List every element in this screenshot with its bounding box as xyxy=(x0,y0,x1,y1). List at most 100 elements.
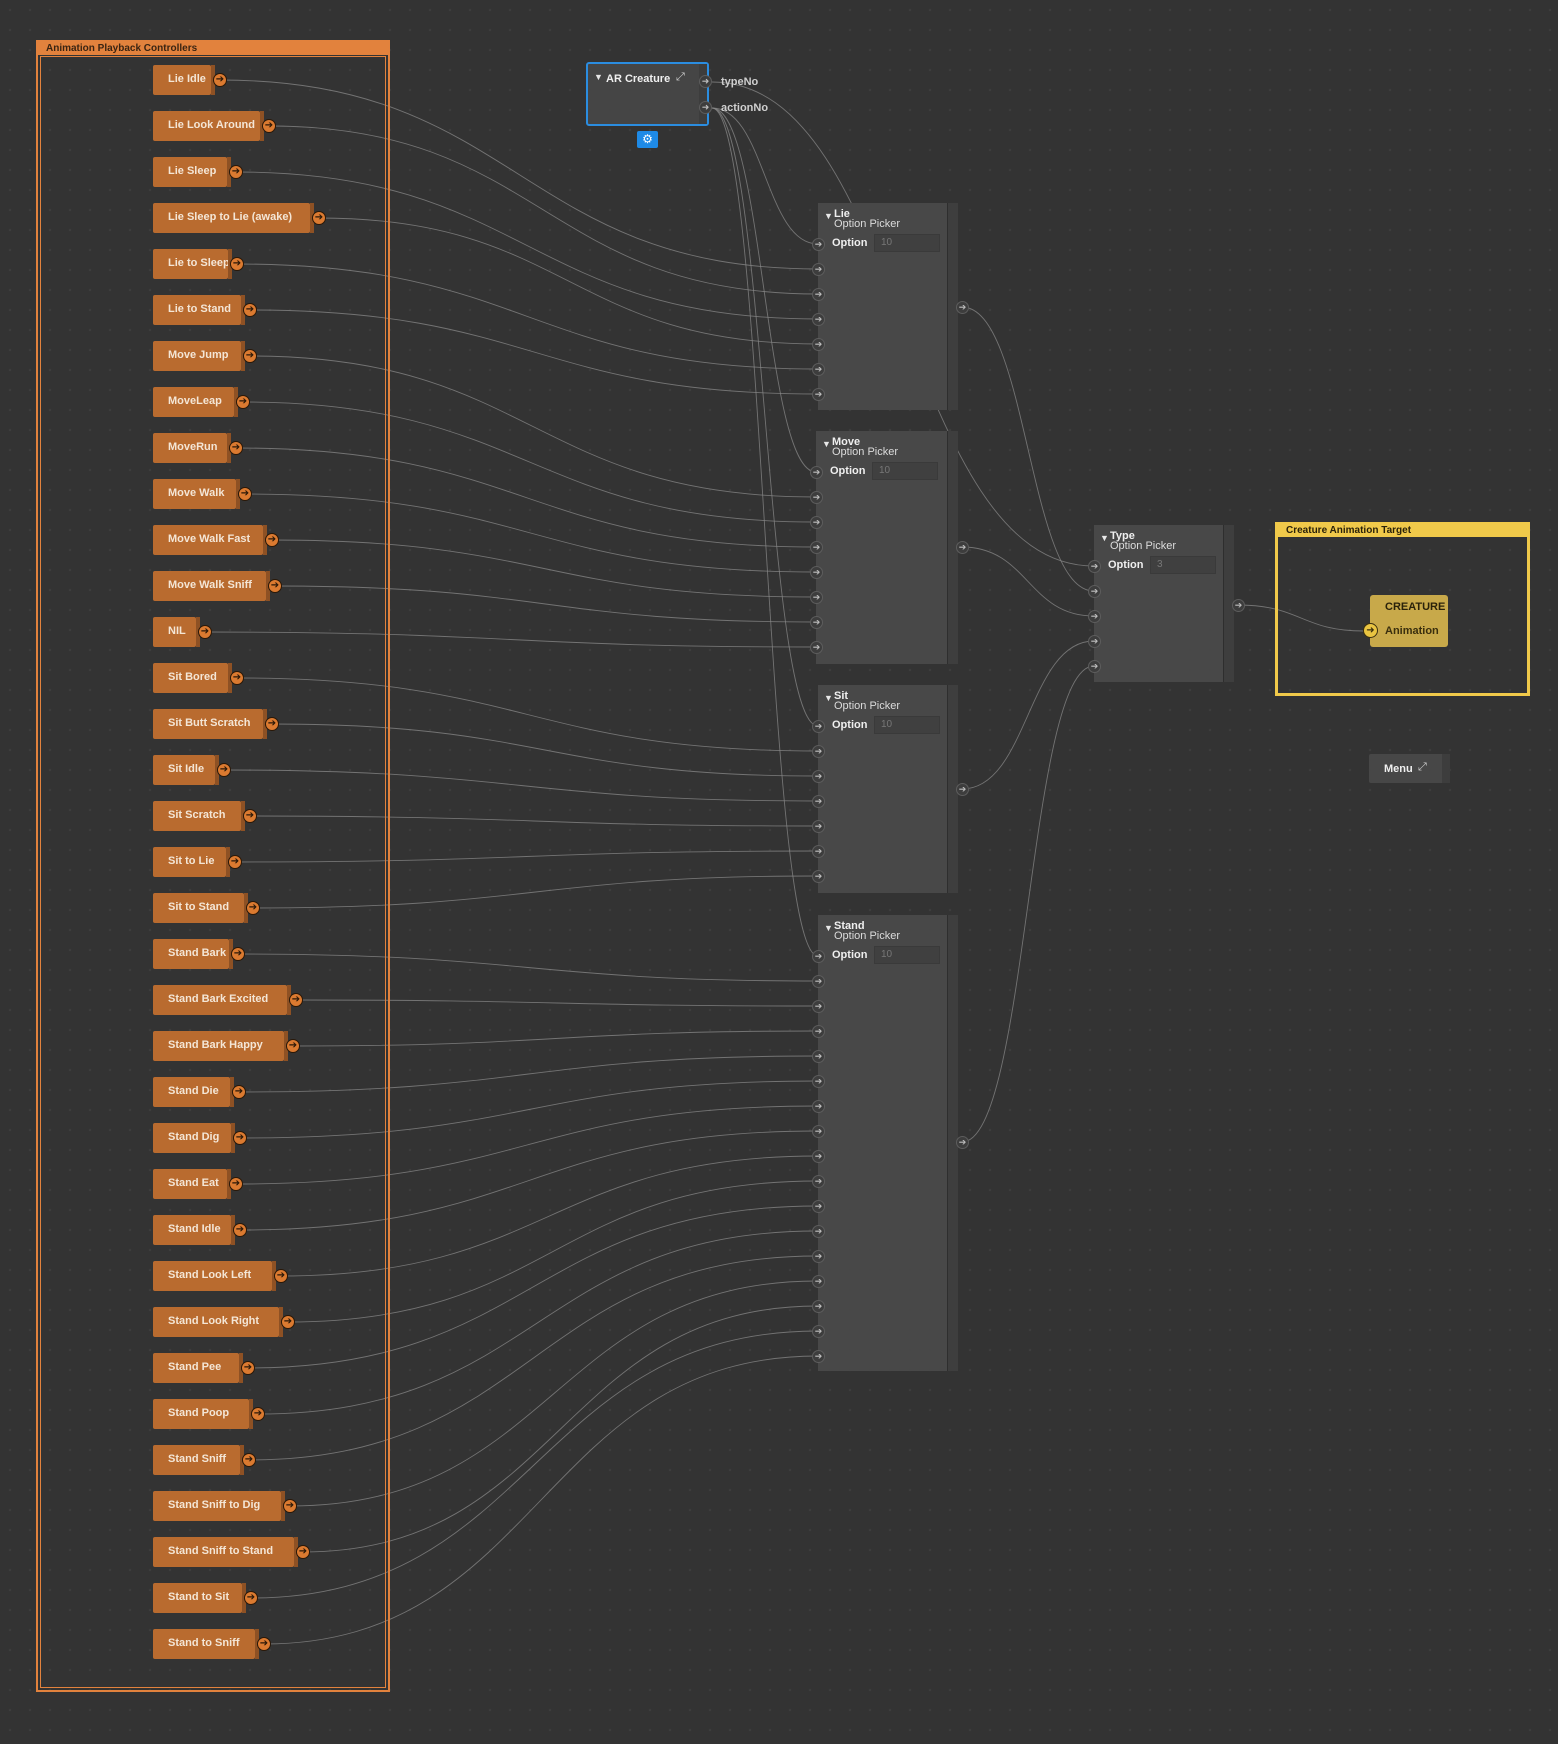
animation-node[interactable]: Lie Idle xyxy=(153,65,215,95)
animation-output-port[interactable]: ➔ xyxy=(230,671,244,685)
animation-node[interactable]: Stand to Sniff xyxy=(153,1629,259,1659)
option-value-field[interactable]: 10 xyxy=(874,716,940,734)
value-input-port[interactable]: ➔ xyxy=(812,1075,825,1088)
value-input-port[interactable]: ➔ xyxy=(1088,610,1101,623)
animation-output-port[interactable]: ➔ xyxy=(283,1499,297,1513)
animation-node[interactable]: Move Walk Fast xyxy=(153,525,267,555)
animation-node[interactable]: Stand Bark Excited xyxy=(153,985,291,1015)
animation-input-port[interactable]: ➜ xyxy=(1363,623,1378,638)
collapse-triangle-icon[interactable]: ▼ xyxy=(1100,533,1109,543)
collapse-triangle-icon[interactable]: ▼ xyxy=(824,693,833,703)
animation-node[interactable]: Stand Poop xyxy=(153,1399,253,1429)
value-input-port[interactable]: ➔ xyxy=(812,820,825,833)
value-input-port[interactable]: ➔ xyxy=(1088,585,1101,598)
expand-icon[interactable]: ⤢ xyxy=(676,71,685,83)
menu-button[interactable]: Menu ⤢ xyxy=(1369,754,1450,783)
animation-output-port[interactable]: ➔ xyxy=(232,1085,246,1099)
creature-node[interactable]: CREATURE Animation xyxy=(1370,595,1448,647)
picker-output-port[interactable]: ➔ xyxy=(956,1136,969,1149)
animation-output-port[interactable]: ➔ xyxy=(230,257,244,271)
animation-output-port[interactable]: ➔ xyxy=(257,1637,271,1651)
option-input-port[interactable]: ➔ xyxy=(1088,560,1101,573)
animation-node[interactable]: Stand Bark Happy xyxy=(153,1031,288,1061)
animation-node[interactable]: Stand Die xyxy=(153,1077,234,1107)
animation-node[interactable]: Lie Look Around xyxy=(153,111,264,141)
animation-output-port[interactable]: ➔ xyxy=(312,211,326,225)
animation-node[interactable]: Sit to Stand xyxy=(153,893,248,923)
option-input-port[interactable]: ➔ xyxy=(812,950,825,963)
value-input-port[interactable]: ➔ xyxy=(812,975,825,988)
animation-output-port[interactable]: ➔ xyxy=(243,349,257,363)
animation-output-port[interactable]: ➔ xyxy=(236,395,250,409)
option-value-field[interactable]: 10 xyxy=(872,462,938,480)
value-input-port[interactable]: ➔ xyxy=(1088,635,1101,648)
value-input-port[interactable]: ➔ xyxy=(812,845,825,858)
animation-node[interactable]: Stand Sniff to Dig xyxy=(153,1491,285,1521)
animation-output-port[interactable]: ➔ xyxy=(233,1131,247,1145)
animation-node[interactable]: Stand Sniff to Stand xyxy=(153,1537,298,1567)
value-input-port[interactable]: ➔ xyxy=(812,795,825,808)
option-value-field[interactable]: 10 xyxy=(874,234,940,252)
animation-node[interactable]: Stand Dig xyxy=(153,1123,235,1153)
animation-output-port[interactable]: ➔ xyxy=(265,717,279,731)
value-input-port[interactable]: ➔ xyxy=(812,263,825,276)
value-input-port[interactable]: ➔ xyxy=(812,288,825,301)
animation-output-port[interactable]: ➔ xyxy=(233,1223,247,1237)
value-input-port[interactable]: ➔ xyxy=(810,516,823,529)
animation-output-port[interactable]: ➔ xyxy=(243,809,257,823)
value-input-port[interactable]: ➔ xyxy=(812,1225,825,1238)
value-input-port[interactable]: ➔ xyxy=(810,566,823,579)
option-value-field[interactable]: 3 xyxy=(1150,556,1216,574)
value-input-port[interactable]: ➔ xyxy=(812,1200,825,1213)
actionNo-output-port[interactable]: ➜ xyxy=(699,101,712,114)
animation-node[interactable]: Sit Scratch xyxy=(153,801,245,831)
value-input-port[interactable]: ➔ xyxy=(812,1300,825,1313)
collapse-triangle-icon[interactable]: ▼ xyxy=(822,439,831,449)
animation-node[interactable]: Lie to Stand xyxy=(153,295,245,325)
animation-node[interactable]: NIL xyxy=(153,617,200,647)
value-input-port[interactable]: ➔ xyxy=(812,1150,825,1163)
animation-output-port[interactable]: ➔ xyxy=(229,1177,243,1191)
animation-output-port[interactable]: ➔ xyxy=(217,763,231,777)
value-input-port[interactable]: ➔ xyxy=(812,1250,825,1263)
value-input-port[interactable]: ➔ xyxy=(810,616,823,629)
value-input-port[interactable]: ➔ xyxy=(812,313,825,326)
creature-animation-target-group[interactable]: Creature Animation Target xyxy=(1275,522,1530,696)
animation-node[interactable]: MoveLeap xyxy=(153,387,238,417)
option-input-port[interactable]: ➔ xyxy=(810,466,823,479)
animation-output-port[interactable]: ➔ xyxy=(228,855,242,869)
gear-icon[interactable]: ⚙ xyxy=(637,131,658,148)
animation-node[interactable]: Stand Idle xyxy=(153,1215,235,1245)
option-value-field[interactable]: 10 xyxy=(874,946,940,964)
value-input-port[interactable]: ➔ xyxy=(812,870,825,883)
animation-output-port[interactable]: ➔ xyxy=(244,1591,258,1605)
value-input-port[interactable]: ➔ xyxy=(1088,660,1101,673)
animation-output-port[interactable]: ➔ xyxy=(238,487,252,501)
value-input-port[interactable]: ➔ xyxy=(812,1350,825,1363)
animation-node[interactable]: Stand Look Right xyxy=(153,1307,283,1337)
animation-output-port[interactable]: ➔ xyxy=(241,1361,255,1375)
animation-output-port[interactable]: ➔ xyxy=(268,579,282,593)
option-input-port[interactable]: ➔ xyxy=(812,238,825,251)
value-input-port[interactable]: ➔ xyxy=(812,1025,825,1038)
value-input-port[interactable]: ➔ xyxy=(810,491,823,504)
picker-output-port[interactable]: ➔ xyxy=(956,783,969,796)
group-title[interactable]: Animation Playback Controllers xyxy=(38,42,388,55)
value-input-port[interactable]: ➔ xyxy=(812,338,825,351)
collapse-triangle-icon[interactable]: ▼ xyxy=(824,923,833,933)
animation-node[interactable]: Lie Sleep to Lie (awake) xyxy=(153,203,314,233)
animation-playback-controllers-group[interactable]: Animation Playback Controllers xyxy=(36,40,390,1692)
collapse-triangle-icon[interactable]: ▼ xyxy=(824,211,833,221)
animation-output-port[interactable]: ➔ xyxy=(251,1407,265,1421)
picker-output-port[interactable]: ➔ xyxy=(956,541,969,554)
animation-output-port[interactable]: ➔ xyxy=(289,993,303,1007)
value-input-port[interactable]: ➔ xyxy=(812,1275,825,1288)
value-input-port[interactable]: ➔ xyxy=(812,1125,825,1138)
animation-output-port[interactable]: ➔ xyxy=(274,1269,288,1283)
animation-node[interactable]: Stand Bark xyxy=(153,939,233,969)
animation-node[interactable]: Stand to Sit xyxy=(153,1583,246,1613)
animation-node[interactable]: Sit to Lie xyxy=(153,847,230,877)
